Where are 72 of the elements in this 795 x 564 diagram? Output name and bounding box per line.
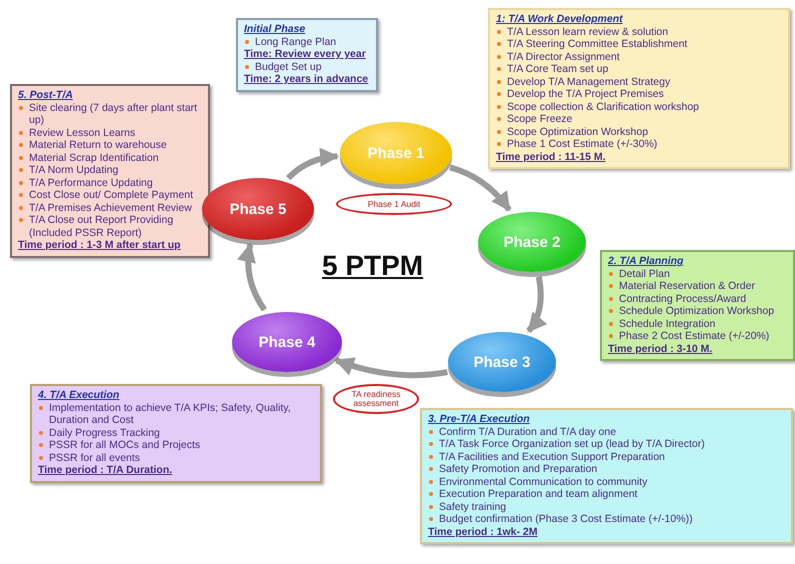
bullet-item: T/A Core Team set up: [507, 63, 608, 76]
card-heading: 1: T/A Work Development: [496, 13, 624, 26]
text-card: [488, 8, 790, 169]
bullet-item: Budget Set up: [255, 60, 322, 73]
phase-label: Phase 1: [368, 144, 424, 162]
bullet-item: T/A Norm Updating: [29, 164, 118, 176]
bullet-item: Contracting Process/Award: [619, 292, 746, 305]
bullet-item: Safety Promotion and Preparation: [439, 463, 598, 476]
time-note: Time period : 1-3 M after start up: [18, 239, 182, 252]
phase-label: Phase 2: [504, 234, 560, 250]
time-note: Time period : 1wk- 2M: [428, 526, 538, 538]
bullet-item: Material Return to warehouse: [29, 139, 167, 152]
bullet-item: Long Range Plan: [255, 36, 336, 48]
phase-label: Phase 4: [258, 334, 316, 350]
phase-label: Phase 3: [474, 354, 530, 370]
diagram-title: 5 PTPM: [322, 250, 424, 282]
time-note: Time: Review every year: [244, 48, 367, 60]
bullet-item: Safety training: [439, 500, 506, 513]
bullet-item: T/A Task Force Organization set up (lead by T/A Director): [439, 438, 705, 450]
cycle-arrow: [334, 357, 448, 378]
bullet-item: Scope Optimization Workshop: [507, 126, 648, 138]
bullet-item: Schedule Integration: [619, 318, 716, 330]
time-note: Time period : 11-15 M.: [496, 150, 607, 163]
time-note: Time period : 3-10 M.: [608, 342, 714, 355]
bullet-item: Confirm T/A Duration and T/A day one: [439, 426, 616, 438]
text-card: [420, 408, 793, 544]
cycle-arrow: [449, 164, 512, 212]
bullet-item: Scope collection & Clarification workshop: [507, 100, 700, 113]
bullet-item: Material Reservation & Order: [619, 280, 755, 292]
bullet-item: T/A Performance Updating: [29, 176, 153, 189]
bullet-item: Scope Freeze: [507, 113, 572, 126]
bullet-item: T/A Lesson learn review & solution: [507, 26, 668, 38]
bullet-item: Cost Close out/ Complete Payment: [29, 189, 193, 202]
note-oval: [333, 384, 419, 414]
bullet-item: Execution Preparation and team alignment: [439, 488, 638, 500]
bullet-item: T/A Premises Achievement Review: [29, 202, 192, 214]
bullet-item: Site clearing (7 days after plant start up): [29, 102, 198, 126]
bullet-item: Budget confirmation (Phase 3 Cost Estimate (+/-10%)): [439, 513, 693, 526]
bullet-item: Detail Plan: [619, 268, 670, 280]
cycle-arrow: [238, 242, 267, 312]
note-text: Phase 1 Audit: [368, 200, 420, 208]
card-heading: Initial Phase: [244, 23, 306, 36]
bullet-item: PSSR for all events: [49, 452, 140, 464]
time-note: Time period : T/A Duration.: [38, 464, 174, 476]
card-heading: 2. T/A Planning: [608, 255, 684, 268]
text-card: [10, 84, 210, 258]
bullet-item: Develop the T/A Project Premises: [507, 88, 664, 100]
bullet-item: Implementation to achieve T/A KPIs; Safety, Quality, Duration and Cost: [49, 402, 292, 426]
text-card: [600, 250, 795, 361]
bullet-item: Schedule Optimization Workshop: [619, 305, 774, 318]
bullet-item: T/A Director Assignment: [507, 50, 620, 63]
bullet-item: T/A Facilities and Execution Support Preparation: [439, 450, 665, 463]
bullet-item: T/A Close out Report Providing (Included PSSR Report): [29, 214, 174, 239]
bullet-item: Environmental Communication to community: [439, 476, 648, 488]
text-card: [236, 18, 378, 92]
card-heading: 5. Post-T/A: [18, 89, 74, 102]
bullet-item: T/A Steering Committee Establishment: [507, 38, 688, 50]
cycle-arrow: [286, 148, 340, 180]
bullet-item: Daily Progress Tracking: [49, 426, 160, 439]
card-heading: 3. Pre-T/A Execution: [428, 413, 531, 426]
bullet-item: Develop T/A Management Strategy: [507, 76, 670, 88]
bullet-item: Phase 1 Cost Estimate (+/-30%): [507, 138, 658, 150]
bullet-item: Material Scrap Identification: [29, 152, 159, 164]
bullet-item: PSSR for all MOCs and Projects: [49, 439, 200, 452]
phase-label: Phase 5: [230, 200, 286, 218]
card-heading: 4. T/A Execution: [38, 389, 120, 402]
bullet-item: Review Lesson Learns: [29, 126, 136, 139]
bullet-item: Phase 2 Cost Estimate (+/-20%): [619, 330, 770, 342]
text-card: [30, 384, 322, 482]
cycle-arrow: [526, 276, 547, 333]
time-note: Time: 2 years in advance: [244, 73, 370, 86]
note-text: TA readiness assessment: [350, 390, 402, 408]
